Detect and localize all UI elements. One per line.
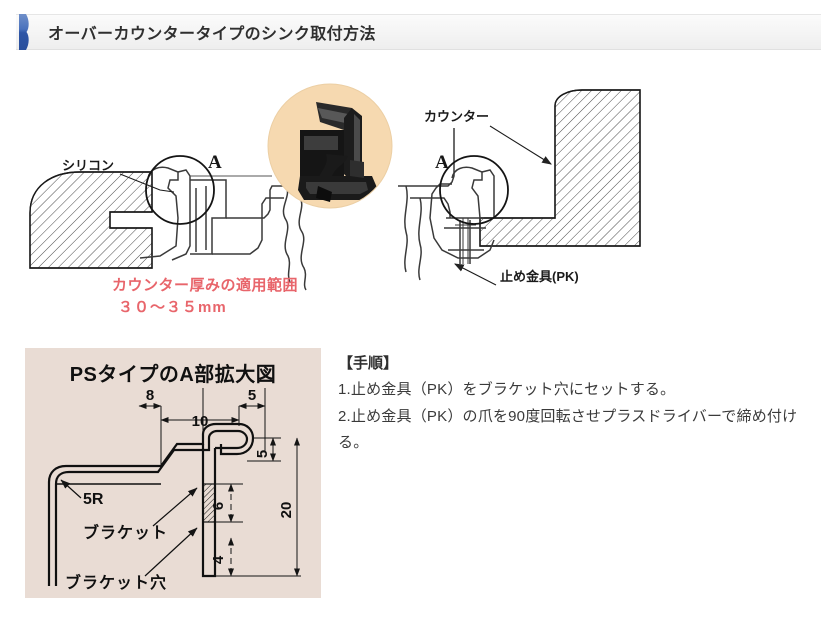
dimension-top-b: 10 [192, 413, 209, 430]
counter-label: カウンター [424, 109, 489, 124]
bracket-label: ブラケット [83, 523, 168, 542]
dimension-inner-upper: 6 [210, 502, 227, 510]
dimension-inner-group [215, 483, 243, 577]
sink-rim-clip-right [429, 166, 495, 264]
bracket-hole-leader-arrow [144, 527, 198, 577]
clip-leader-arrow [454, 263, 497, 286]
page-title: オーバーカウンタータイプのシンク取付方法 [48, 26, 376, 43]
clip-hardware-photo [267, 83, 393, 209]
sink-rim-right [398, 128, 455, 281]
dimension-top-group [138, 388, 266, 466]
dimension-right-total: 20 [278, 502, 295, 519]
detail-circle-right [439, 155, 509, 225]
radius-label: 5R [83, 491, 104, 508]
counter-leader-arrow [489, 125, 552, 165]
sink-counter-cross-section-figure: A A シリコン カウンター 止め金具(PK) カウンター厚みの適用範囲 ３０〜… [0, 68, 825, 338]
procedure-heading: 【手順】 [338, 355, 399, 372]
clip-label: 止め金具(PK) [500, 269, 579, 284]
dimension-inner-lower: 4 [210, 555, 227, 564]
bracket-hole-label: ブラケット穴 [65, 573, 167, 592]
dimension-top-c: 5 [248, 387, 256, 404]
sink-basin-outline [212, 185, 307, 291]
detail-marker-right: A [435, 152, 449, 173]
dimension-right-upper: 5 [254, 450, 271, 458]
bracket-leader-arrow [152, 487, 198, 527]
bookmark-flag-icon [19, 14, 30, 50]
procedure-block: 【手順】 1.止め金具（PK）をブラケット穴にセットする。 2.止め金具（PK）… [338, 352, 818, 456]
counter-thickness-note: カウンター厚みの適用範囲 ３０〜３５mm [112, 276, 298, 316]
counter-block-right [479, 89, 641, 247]
radius-leader-arrow [60, 479, 82, 499]
detail-enlargement-panel: PSタイプのA部拡大図 8 10 5 [25, 348, 321, 598]
silicone-label: シリコン [62, 158, 114, 173]
counter-thickness-line1: カウンター厚みの適用範囲 [112, 276, 298, 294]
detail-circle-left [145, 155, 215, 225]
detail-marker-left: A [208, 152, 222, 173]
dimension-top-a: 8 [146, 387, 154, 404]
detail-panel-title: PSタイプのA部拡大図 [70, 362, 277, 386]
clip-screw [455, 218, 476, 264]
header-band [16, 14, 821, 50]
procedure-step-1: 1.止め金具（PK）をブラケット穴にセットする。 [338, 381, 676, 399]
counter-block-left [29, 171, 153, 269]
silicone-leader-line [119, 173, 175, 193]
counter-thickness-line2: ３０〜３５mm [118, 299, 227, 316]
bracket-hole-hatch [203, 483, 215, 523]
procedure-step-2: 2.止め金具（PK）の爪を90度回転させプラスドライバーで締め付ける。 [338, 407, 798, 451]
